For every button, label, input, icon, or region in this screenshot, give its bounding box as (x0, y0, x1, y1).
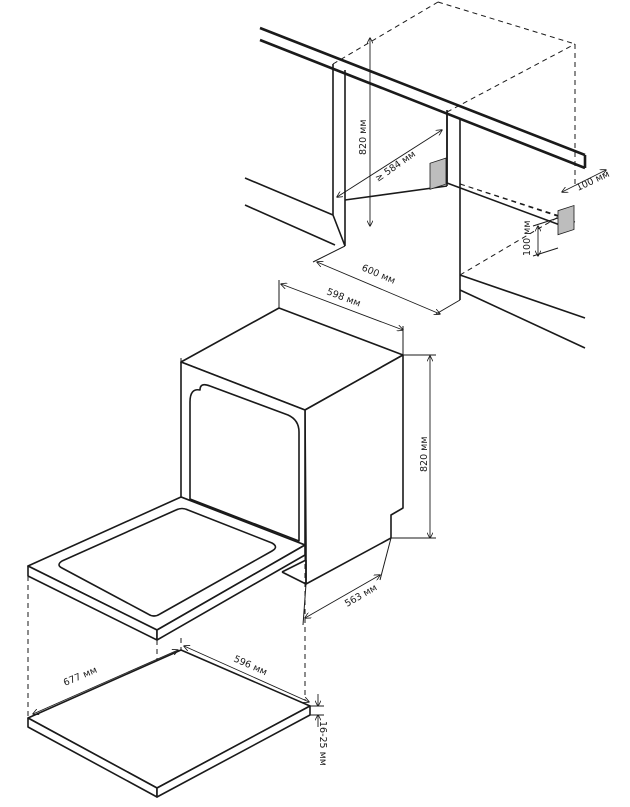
panel-top (27, 649, 311, 789)
door-depth-label: 677 мм (62, 665, 99, 689)
door-panel-drawing: 596 мм 677 мм 16-25 мм (27, 555, 328, 798)
unit-width-label: 598 мм (325, 287, 362, 310)
unit-height-label: 820 мм (419, 437, 430, 473)
dishwasher-drawing: 598 мм 820 мм 563 мм (27, 280, 436, 641)
niche-dashed-outline (332, 1, 576, 276)
door-inner-panel (58, 507, 277, 617)
socket-width-label: 100 мм (575, 169, 612, 194)
niche-depth-label: ≥ 584 мм (373, 149, 417, 185)
tub-opening (189, 383, 300, 542)
niche-height-label: 820 мм (358, 120, 369, 156)
door-thickness-label: 16-25 мм (317, 721, 328, 766)
left-cabinet (244, 64, 346, 247)
niche-drawing: 820 мм ≥ 584 мм 600 мм 100 мм 100 мм (244, 1, 612, 349)
worktop (259, 26, 587, 170)
socket-right (557, 204, 575, 236)
unit-depth-label: 563 мм (343, 582, 379, 609)
socket-height-label: 100 мм (522, 221, 533, 257)
socket-left (429, 157, 447, 190)
unit-side (304, 354, 404, 585)
niche-width-label: 600 мм (360, 263, 397, 287)
